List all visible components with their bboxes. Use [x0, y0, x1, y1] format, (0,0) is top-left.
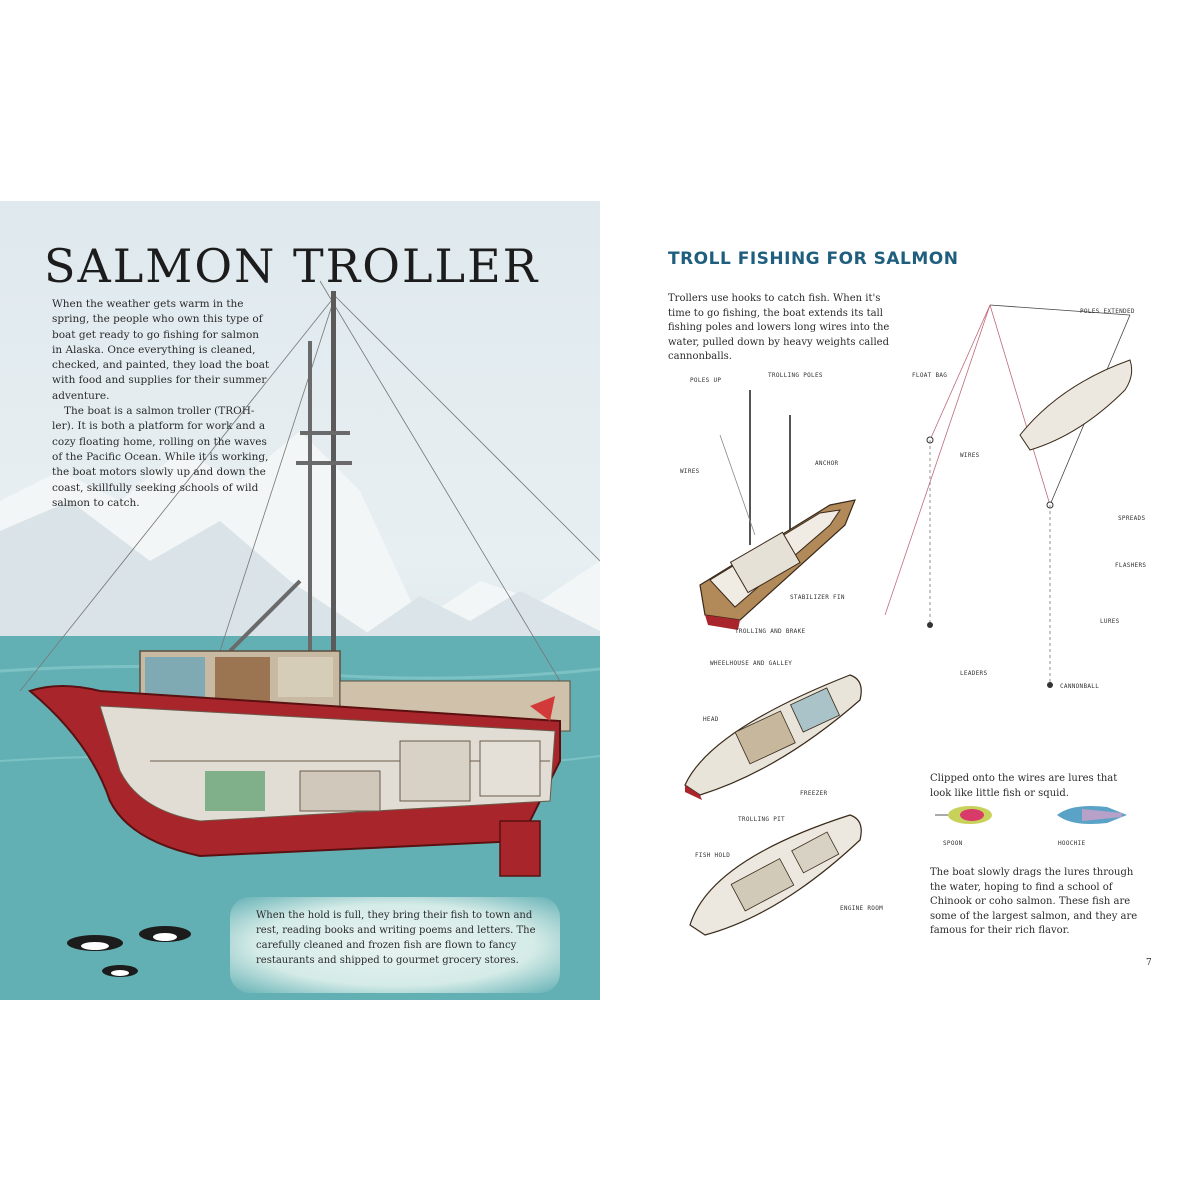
intro-paragraph: When the weather gets warm in the spring… — [52, 298, 270, 402]
label-trolling-anchor: TROLLING AND BRAKE — [735, 628, 806, 635]
label-anchor: ANCHOR — [815, 460, 839, 467]
caption-text: When the hold is full, they bring their … — [256, 910, 536, 966]
label-wheelhouse: WHEELHOUSE AND GALLEY — [710, 660, 793, 667]
caption-background — [230, 897, 560, 993]
label-poles-extended: POLES EXTENDED — [1080, 308, 1135, 315]
label-trolling-pit: TROLLING PIT — [738, 816, 785, 823]
label-spoon: SPOON — [943, 840, 963, 847]
section-title: TROLL FISHING FOR SALMON — [668, 249, 959, 269]
orca-whales — [67, 926, 191, 977]
label-poles-up: POLES UP — [690, 377, 722, 384]
label-leaders: LEADERS — [960, 670, 988, 677]
intro-paragraph: The boat is a salmon troller (TROH-ler).… — [52, 405, 269, 509]
label-hoochie: HOOCHIE — [1058, 840, 1086, 847]
label-flashers: FLASHERS — [1115, 562, 1147, 569]
label-engine-room: ENGINE ROOM — [840, 905, 884, 912]
label-float-bag: FLOAT BAG — [912, 372, 948, 379]
lure-text: Clipped onto the wires are lures that lo… — [930, 773, 1118, 799]
label-stabilizer-fin: STABILIZER FIN — [790, 594, 845, 601]
right-intro-text: Trollers use hooks to catch fish. When i… — [668, 293, 890, 362]
label-head: HEAD — [703, 716, 719, 723]
mountain-shadow — [0, 501, 380, 641]
label-rig-wires: WIRES — [960, 452, 980, 459]
label-trolling-poles: TROLLING POLES — [768, 372, 823, 379]
drag-text: The boat slowly drags the lures through … — [930, 867, 1138, 936]
spoon-lure-image — [935, 806, 992, 824]
label-wires: WIRES — [680, 468, 700, 475]
label-fish-hold: FISH HOLD — [695, 852, 731, 859]
rudder — [499, 820, 541, 877]
engine — [205, 771, 265, 811]
boat-poles-up-diagram — [699, 390, 856, 630]
label-spreads: SPREADS — [1118, 515, 1146, 522]
page-title: SALMON TROLLER — [44, 239, 540, 293]
hoochie-lure-image — [1057, 806, 1127, 824]
page-number: 7 — [1146, 958, 1152, 968]
label-lures: LURES — [1100, 618, 1120, 625]
fishing-rig-diagram — [884, 304, 1133, 688]
intro-text: When the weather gets warm in the spring… — [52, 297, 270, 511]
label-cannonball: CANNONBALL — [1060, 683, 1100, 690]
deck-plan-lower-diagram — [689, 814, 862, 936]
label-freezer: FREEZER — [800, 790, 828, 797]
deck-plan-upper-diagram — [684, 674, 862, 800]
left-page-illustration: SALMON TROLLER When the weather gets war… — [0, 201, 600, 1000]
salmon-troller-illustration — [0, 280, 600, 1000]
